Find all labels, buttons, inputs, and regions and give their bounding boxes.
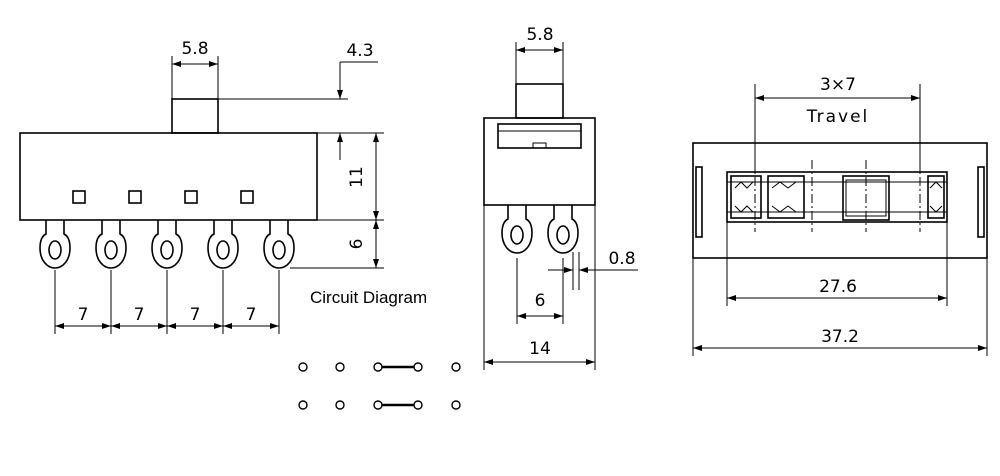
dim-front-body-height-text: 11 — [347, 166, 367, 188]
dim-pitch-2: 7 — [134, 305, 145, 325]
dim-side-terminal-spacing: 6 — [516, 258, 564, 324]
dim-side-terminal-thickness: 0.8 — [548, 249, 638, 290]
dim-front-actuator-width: 5.8 — [171, 39, 219, 99]
dim-top-inner-length: 27.6 — [726, 222, 948, 306]
dim-front-pitch: 7 7 7 7 — [54, 270, 280, 334]
dim-side-terminal-spacing-text: 6 — [535, 291, 546, 311]
dim-top-overall-length-text: 37.2 — [821, 327, 859, 347]
dim-front-terminal-length: 6 — [290, 220, 384, 269]
dim-front-actuator-height-text: 4.3 — [346, 41, 373, 61]
travel-label: Travel — [806, 107, 870, 127]
front-actuator — [171, 98, 219, 134]
side-actuator — [515, 83, 564, 119]
top-slide-window — [726, 171, 948, 223]
dim-pitch-1: 7 — [78, 305, 89, 325]
terminal-slots — [72, 190, 254, 204]
dim-top-overall-length: 37.2 — [692, 258, 988, 356]
solder-lugs — [39, 219, 295, 269]
dim-pitch-4: 7 — [246, 305, 257, 325]
dim-side-actuator-width: 5.8 — [515, 25, 564, 84]
circuit-row-1 — [298, 362, 461, 372]
top-frame — [692, 142, 988, 259]
dim-side-body-depth: 14 — [483, 205, 596, 370]
dim-side-terminal-thickness-text: 0.8 — [608, 249, 635, 269]
dim-side-body-depth-text: 14 — [529, 339, 551, 359]
circuit-diagram-title: Circuit Diagram — [310, 288, 427, 307]
dim-front-actuator-width-text: 5.8 — [181, 39, 208, 59]
dim-front-actuator-height: 4.3 — [218, 41, 378, 160]
dim-side-actuator-width-text: 5.8 — [526, 25, 553, 45]
dim-front-body-height: 11 — [317, 132, 384, 221]
side-solder-lugs — [501, 204, 579, 254]
front-body — [19, 132, 318, 221]
top-contacts — [730, 175, 945, 219]
dim-top-travel: 3×7 Travel — [754, 75, 921, 172]
circuit-row-2 — [298, 400, 461, 410]
top-view: 3×7 Travel 27.6 37.2 — [692, 75, 988, 356]
front-view: 5.8 4.3 11 6 — [19, 39, 384, 334]
dim-top-travel-text: 3×7 — [820, 75, 856, 95]
circuit-diagram: Circuit Diagram — [298, 288, 461, 410]
dim-front-terminal-length-text: 6 — [347, 239, 367, 250]
side-view: 5.8 0.8 6 14 — [483, 25, 638, 370]
dim-pitch-3: 7 — [190, 305, 201, 325]
dim-top-inner-length-text: 27.6 — [819, 277, 857, 297]
